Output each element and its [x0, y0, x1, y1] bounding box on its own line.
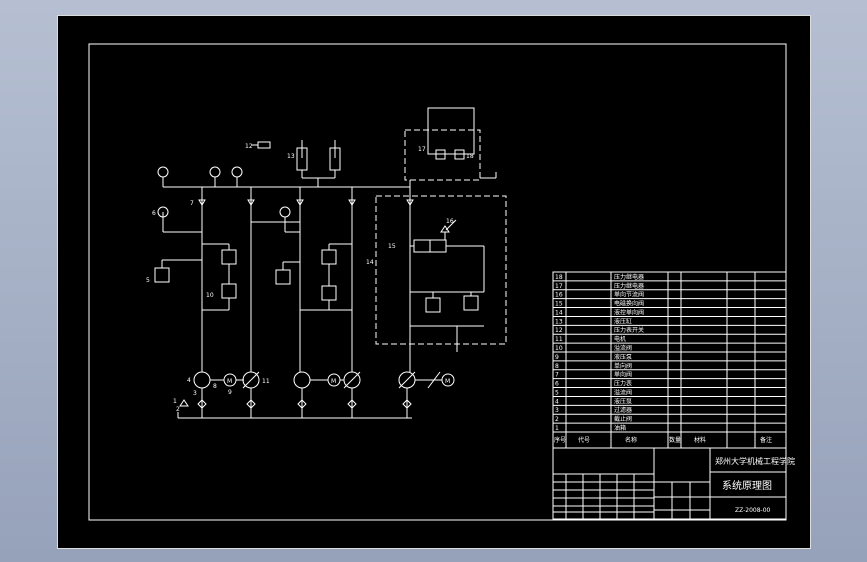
- table-row-no: 17: [555, 283, 563, 290]
- table-row-no: 4: [555, 398, 559, 405]
- relief-valve-symbol: [321, 285, 337, 301]
- table-row-name: 液压泵: [614, 353, 632, 361]
- table-row-name: 电机: [614, 335, 626, 343]
- label-10: 10: [206, 292, 214, 299]
- table-row-name: 单向节流阀: [614, 291, 644, 299]
- header-qty: 数量: [669, 436, 681, 444]
- label-11: 11: [262, 378, 270, 385]
- label-5: 5: [146, 277, 150, 284]
- label-1: 1: [173, 398, 177, 405]
- table-row-no: 6: [555, 381, 559, 388]
- relief-valve-symbol: [154, 267, 170, 283]
- label-17: 17: [418, 146, 426, 153]
- table-row-name: 压力表开关: [614, 326, 644, 334]
- relief-valve-symbol: [221, 283, 237, 299]
- svg-text:M: M: [227, 378, 232, 385]
- table-row-name: 压力表: [614, 380, 632, 388]
- table-row-no: 7: [555, 372, 559, 379]
- header-note: 备注: [760, 436, 772, 444]
- table-row-name: 液压泵: [614, 397, 632, 405]
- table-row-name: 油箱: [614, 424, 626, 432]
- label-8: 8: [213, 383, 217, 390]
- hydraulic-circuit: M M M: [154, 107, 507, 419]
- label-12: 12: [245, 143, 253, 150]
- header-material: 材料: [694, 436, 706, 444]
- header-no: 序号: [554, 436, 566, 444]
- label-15: 15: [388, 243, 396, 250]
- motor-symbol: [441, 373, 455, 387]
- table-row-name: 单向阀: [614, 362, 632, 370]
- table-row-no: 11: [555, 336, 563, 343]
- pump-symbol: [293, 371, 311, 389]
- table-row-name: 压力继电器: [614, 282, 644, 290]
- svg-text:M: M: [331, 378, 336, 385]
- pressure-switch-symbol: [257, 141, 271, 149]
- label-13: 13: [287, 153, 295, 160]
- label-3: 3: [193, 390, 197, 397]
- drawing-title: 系统原理图: [722, 479, 772, 492]
- label-18: 18: [466, 153, 474, 160]
- header-code: 代号: [578, 436, 590, 444]
- relief-valve-symbol: [275, 269, 291, 285]
- table-row-no: 16: [555, 292, 563, 299]
- pump-symbol: [193, 371, 211, 389]
- school-name: 郑州大学机械工程学院: [715, 456, 795, 466]
- table-row-no: 2: [555, 416, 559, 423]
- table-row-name: 压力继电器: [614, 273, 644, 281]
- table-row-no: 18: [555, 274, 563, 281]
- table-row-no: 14: [555, 309, 563, 316]
- drawing-sheet: [57, 15, 811, 549]
- table-row-no: 12: [555, 327, 563, 334]
- valve-group-box: [375, 195, 507, 345]
- label-7: 7: [190, 200, 194, 207]
- label-2: 2: [176, 406, 180, 413]
- table-row-no: 8: [555, 363, 559, 370]
- component-labels: 1 2 3 4 5 6 7 8 9 10 11 12 13 14 15 16 1…: [146, 143, 474, 413]
- label-4: 4: [187, 377, 191, 384]
- label-6: 6: [152, 210, 156, 217]
- table-row-name: 液控单向阀: [614, 308, 644, 316]
- gauge-symbol: [209, 166, 221, 178]
- table-row-name: 过滤器: [614, 406, 632, 414]
- table-row-no: 10: [555, 345, 563, 352]
- header-name: 名称: [625, 436, 637, 444]
- title-block: 郑州大学机械工程学院 系统原理图 ZZ-2008-00: [552, 447, 795, 520]
- table-row-no: 5: [555, 389, 559, 396]
- gauge-symbol: [157, 166, 169, 178]
- relief-valve-symbol: [463, 295, 479, 311]
- table-row-name: 溢流阀: [614, 344, 632, 352]
- relief-valve-symbol: [425, 297, 441, 313]
- table-row-no: 3: [555, 407, 559, 414]
- table-row-no: 9: [555, 354, 559, 361]
- table-row-name: 单向阀: [614, 371, 632, 379]
- label-14: 14: [366, 259, 374, 266]
- svg-text:M: M: [445, 378, 450, 385]
- label-9: 9: [228, 389, 232, 396]
- table-row-name: 截止阀: [614, 415, 632, 423]
- solenoid-valve-symbol: [413, 239, 431, 253]
- table-row-no: 15: [555, 301, 563, 308]
- table-row-name: 电磁换向阀: [614, 300, 644, 308]
- relief-valve-symbol: [221, 249, 237, 265]
- table-row-name: 液压缸: [614, 317, 632, 325]
- table-row-name: 溢流阀: [614, 388, 632, 396]
- table-row-no: 13: [555, 318, 563, 325]
- label-16: 16: [446, 218, 454, 225]
- gauge-symbol: [231, 166, 243, 178]
- relief-valve-symbol: [321, 249, 337, 265]
- drawing-number: ZZ-2008-00: [735, 507, 771, 514]
- table-row-no: 1: [555, 425, 559, 432]
